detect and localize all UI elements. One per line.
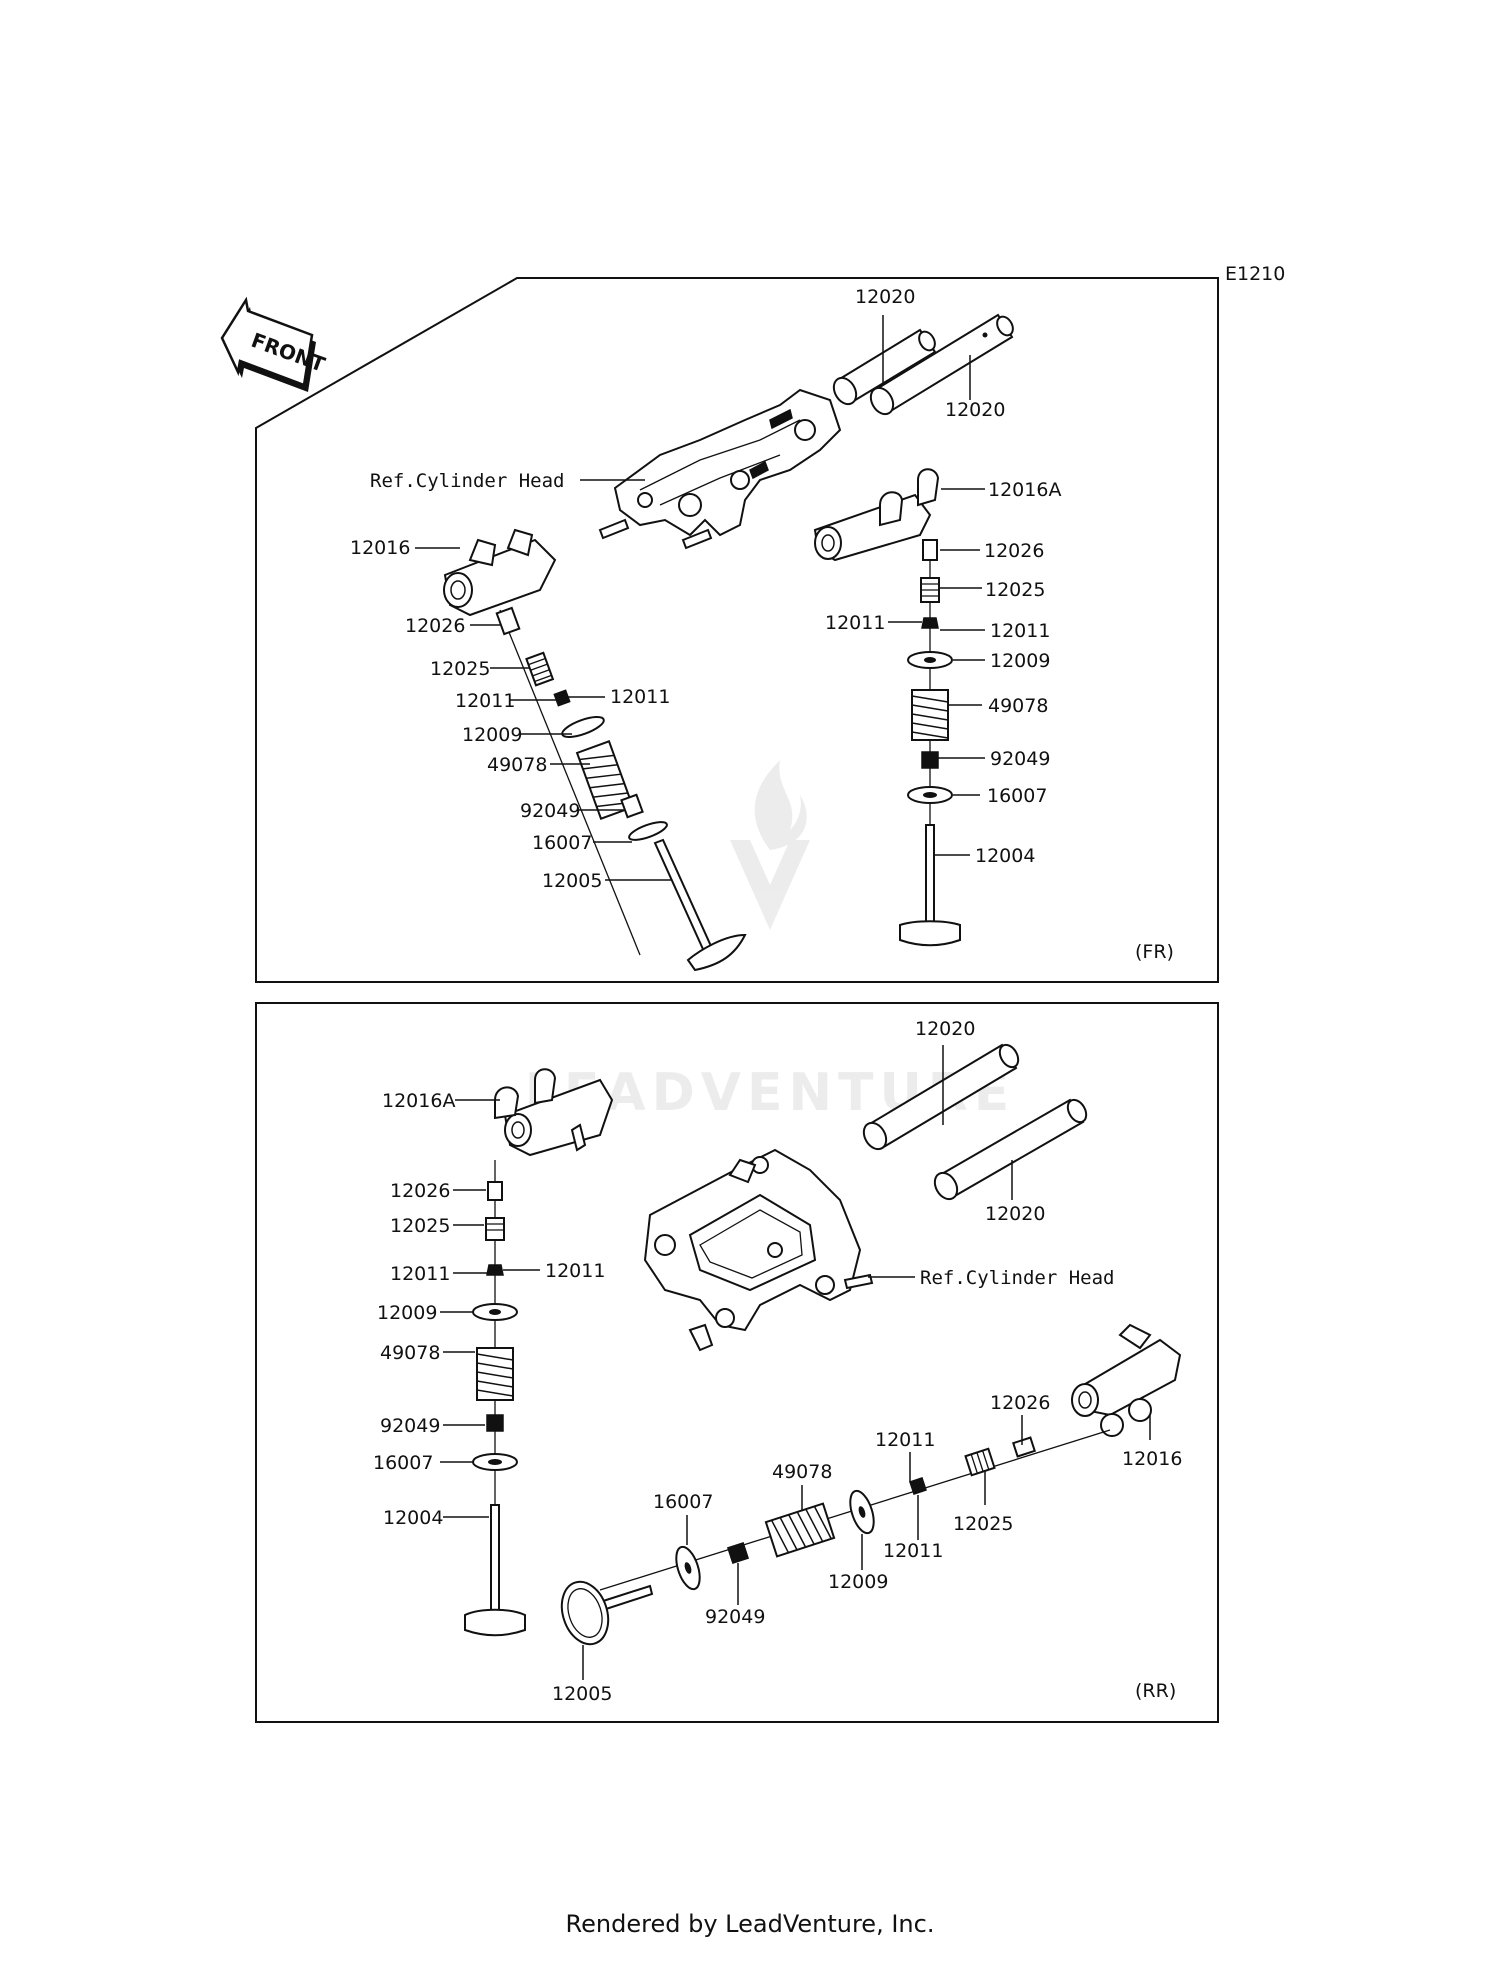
label-fr-arm-left: 12016 xyxy=(350,537,410,559)
rocker-shaft-b xyxy=(869,313,1014,416)
rocker-arm-rr-left xyxy=(494,1068,614,1157)
label-fr-r-seat: 16007 xyxy=(987,785,1047,807)
label-rr-l-nut: 12025 xyxy=(390,1215,450,1237)
leaders-fr xyxy=(415,315,985,881)
label-fr-r-keeper-b: 12011 xyxy=(990,620,1050,642)
label-fr-l-retainer: 12009 xyxy=(462,724,522,746)
label-rr-l-spring: 49078 xyxy=(380,1342,440,1364)
label-fr-l-keeper-b: 12011 xyxy=(610,686,670,708)
label-fr-r-spring: 49078 xyxy=(988,695,1048,717)
leaders-rr xyxy=(440,1045,1151,1680)
label-fr-l-valve: 12005 xyxy=(542,870,602,892)
label-rr-ref-head: Ref.Cylinder Head xyxy=(920,1267,1114,1289)
label-fr-l-adj: 12026 xyxy=(405,615,465,637)
label-fr-l-keeper-a: 12011 xyxy=(455,690,515,712)
label-fr-shaft-a: 12020 xyxy=(855,286,915,308)
diagram-code: E1210 xyxy=(1225,263,1285,285)
label-fr-r-retainer: 12009 xyxy=(990,650,1050,672)
valve-stack-rr-left xyxy=(464,1160,526,1637)
label-fr-ref-head: Ref.Cylinder Head xyxy=(370,470,564,492)
label-fr-r-adj: 12026 xyxy=(984,540,1044,562)
footer-credit: Rendered by LeadVenture, Inc. xyxy=(565,1910,935,1938)
valve-stack-rr-right xyxy=(560,1429,1111,1646)
label-rr-l-valve: 12004 xyxy=(383,1507,443,1529)
label-rr-h-retainer: 12009 xyxy=(828,1571,888,1593)
label-rr-l-seal: 92049 xyxy=(380,1415,440,1437)
cylinder-head-ref xyxy=(598,388,842,550)
label-rr-h-keeper-a: 12011 xyxy=(875,1429,935,1451)
label-fr-l-nut: 12025 xyxy=(430,658,490,680)
label-rr-shaft-b: 12020 xyxy=(985,1203,1045,1225)
label-rr-l-adj: 12026 xyxy=(390,1180,450,1202)
label-rr-l-seat: 16007 xyxy=(373,1452,433,1474)
rocker-arm-fr-right xyxy=(813,468,940,562)
label-rr-h-adj: 12026 xyxy=(990,1392,1050,1414)
label-fr-shaft-b: 12020 xyxy=(945,399,1005,421)
panel-tag-rr: (RR) xyxy=(1135,1680,1176,1702)
label-rr-h-keeper-b: 12011 xyxy=(883,1540,943,1562)
label-fr-l-spring: 49078 xyxy=(487,754,547,776)
label-fr-r-nut: 12025 xyxy=(985,579,1045,601)
label-rr-h-spring: 49078 xyxy=(772,1461,832,1483)
label-rr-h-seal: 92049 xyxy=(705,1606,765,1628)
front-arrow-icon: FRONT xyxy=(220,296,329,392)
rocker-arm-fr-left xyxy=(443,528,557,617)
rocker-shaft-rr-b xyxy=(933,1098,1088,1201)
valve-stack-fr-right xyxy=(899,539,961,947)
label-rr-h-seat: 16007 xyxy=(653,1491,713,1513)
panel-front-cylinder: (FR) xyxy=(255,277,1219,983)
label-fr-l-seat: 16007 xyxy=(532,832,592,854)
label-rr-arm-left: 12016A xyxy=(382,1090,455,1112)
label-fr-r-valve: 12004 xyxy=(975,845,1035,867)
label-fr-r-keeper-a: 12011 xyxy=(825,612,885,634)
label-rr-h-nut: 12025 xyxy=(953,1513,1013,1535)
label-fr-l-seal: 92049 xyxy=(520,800,580,822)
rocker-shaft-rr-a xyxy=(862,1043,1020,1151)
rocker-arm-rr-right xyxy=(1071,1323,1182,1437)
label-fr-arm-right: 12016A xyxy=(988,479,1061,501)
valve-stack-fr-left xyxy=(495,606,747,972)
label-rr-l-keeper-b: 12011 xyxy=(545,1260,605,1282)
panel-rear-cylinder: (RR) xyxy=(255,1002,1219,1723)
panel-tag-fr: (FR) xyxy=(1135,941,1174,963)
label-rr-arm-right: 12016 xyxy=(1122,1448,1182,1470)
label-fr-r-seal: 92049 xyxy=(990,748,1050,770)
label-rr-l-keeper-a: 12011 xyxy=(390,1263,450,1285)
label-rr-shaft-a: 12020 xyxy=(915,1018,975,1040)
label-rr-l-retainer: 12009 xyxy=(377,1302,437,1324)
rocker-shaft-a xyxy=(832,328,937,406)
label-rr-h-valve: 12005 xyxy=(552,1683,612,1705)
cylinder-head-rr-ref xyxy=(643,1148,874,1352)
